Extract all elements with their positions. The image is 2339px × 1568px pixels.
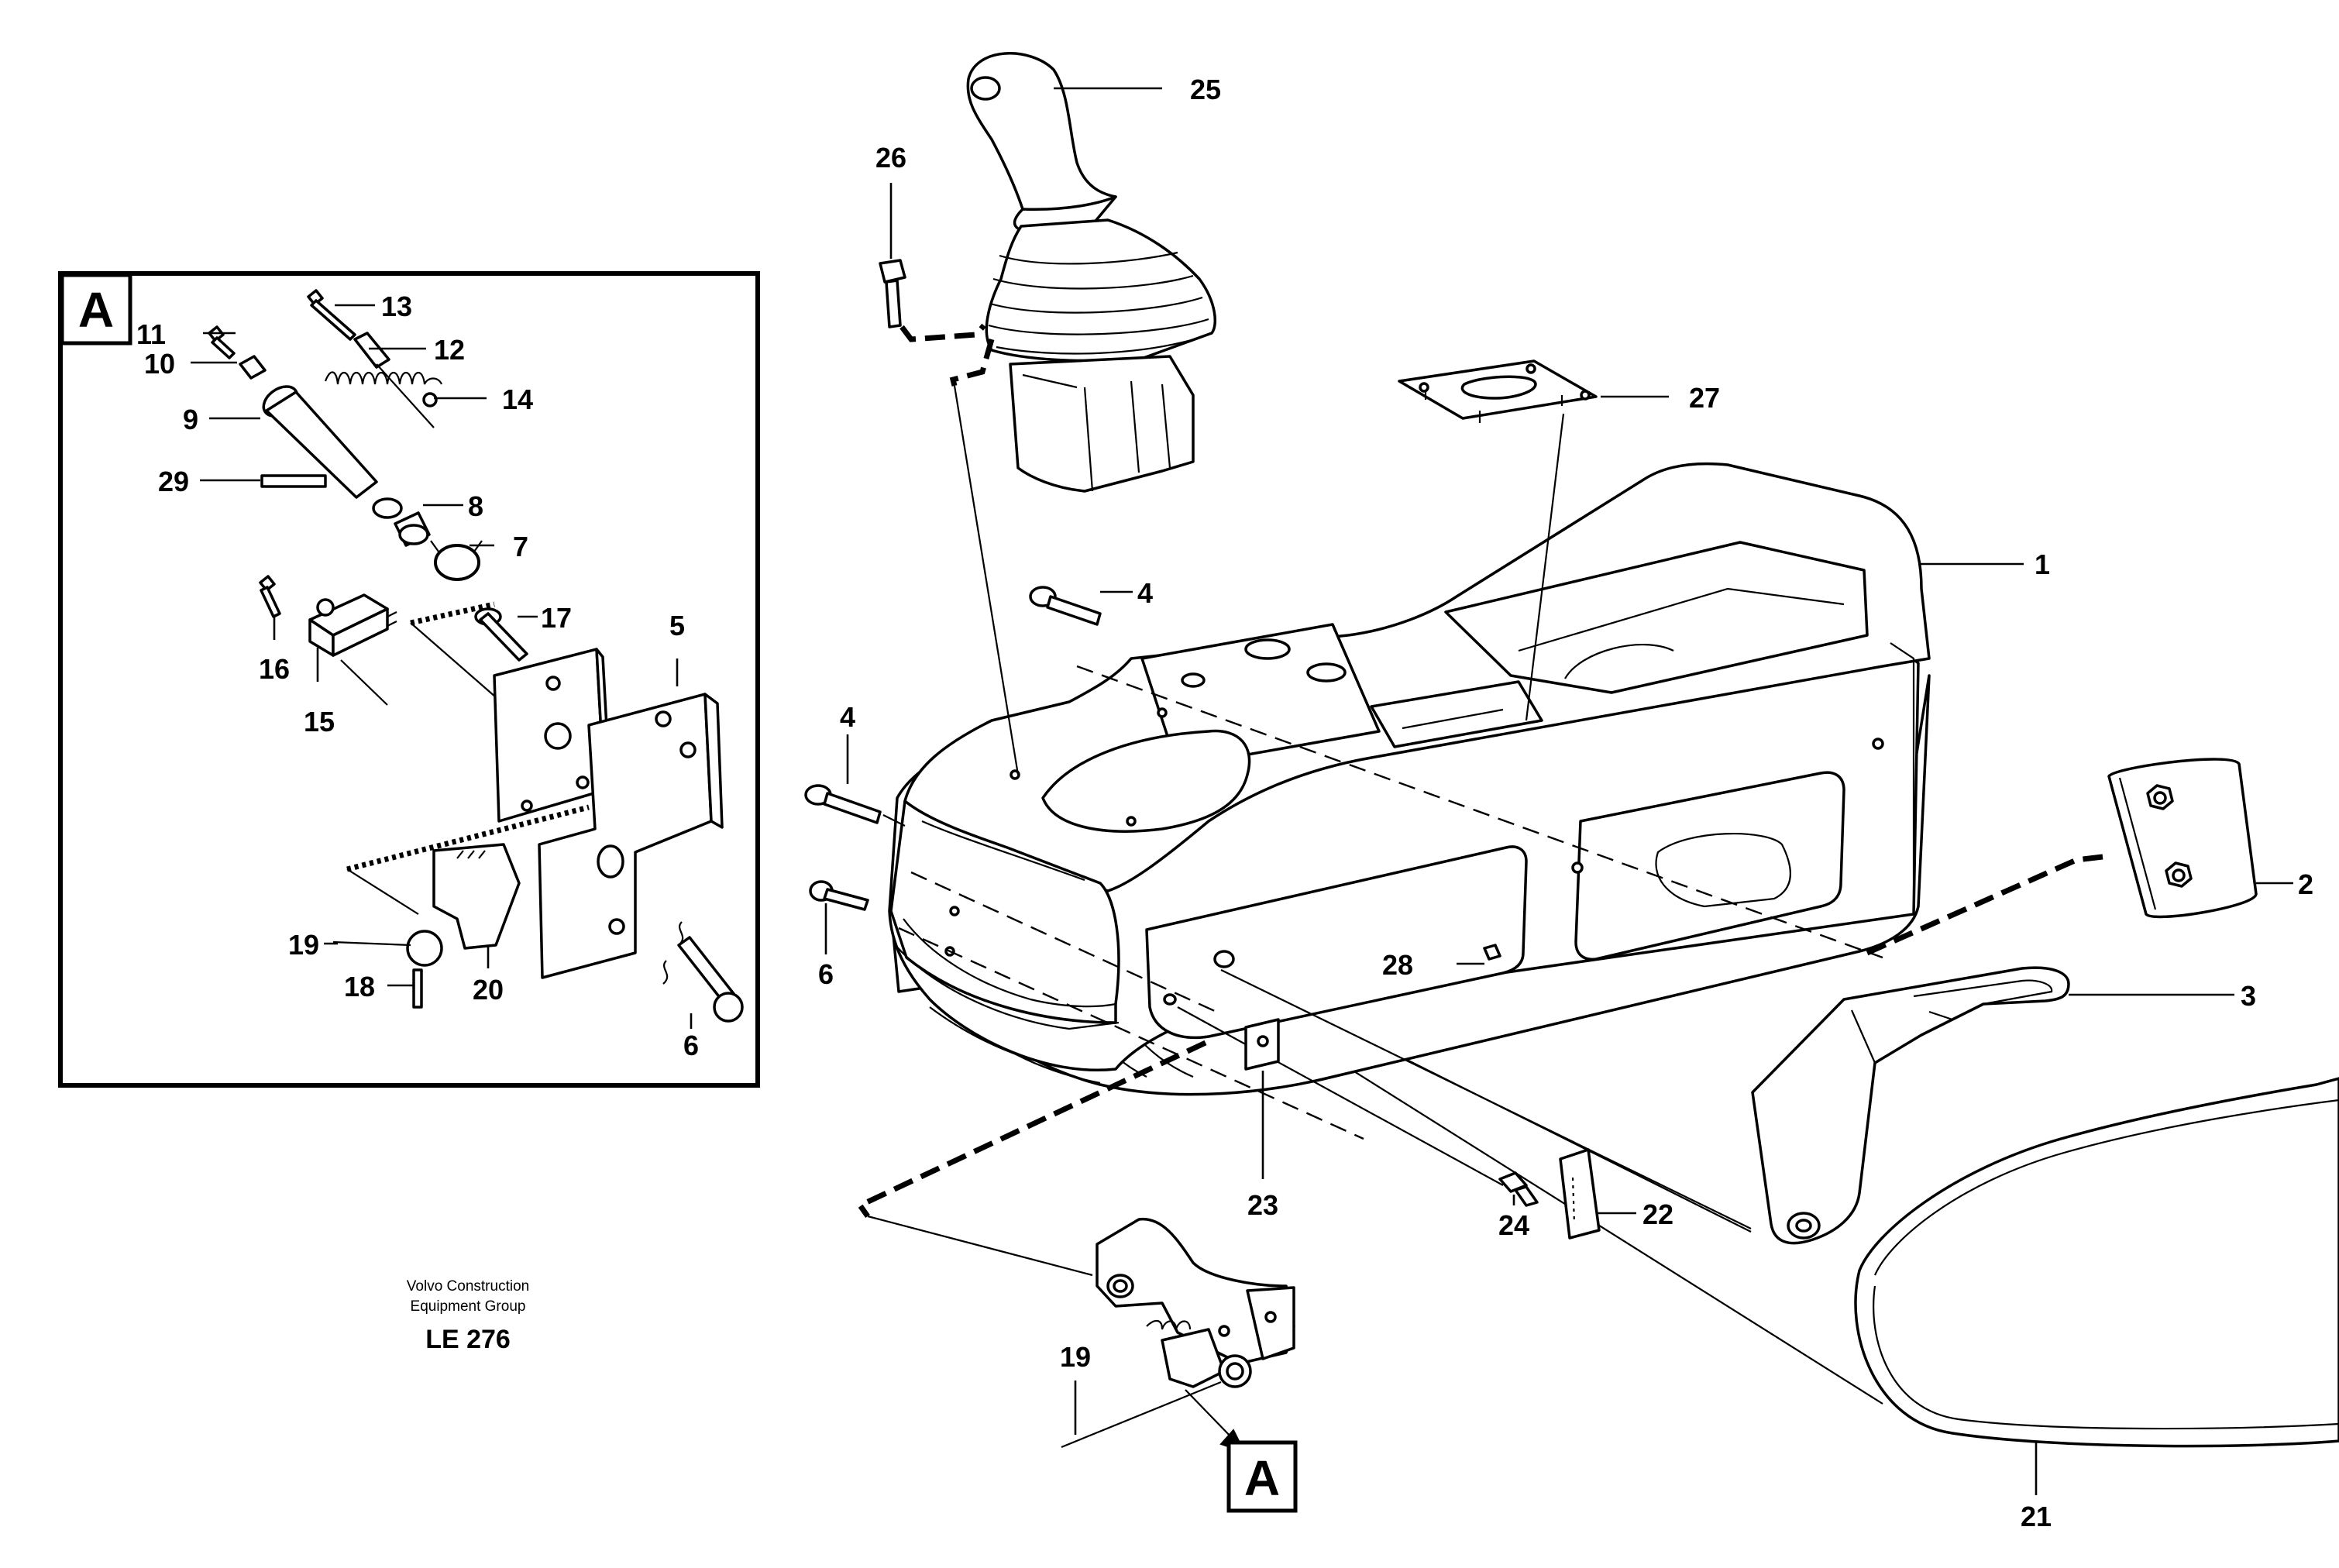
ref-line-23 [1220, 969, 1752, 1229]
part-12-pin [353, 332, 435, 428]
part-17-screw [474, 607, 528, 662]
callout-13: 13 [381, 291, 412, 322]
callout-27: 27 [1689, 382, 1720, 414]
part-18-pin [412, 968, 423, 1009]
part-25-joystick [966, 52, 1117, 234]
credit-line-1: Volvo Construction [407, 1278, 529, 1295]
part-10-bushing [239, 355, 267, 380]
callout-29: 29 [158, 466, 189, 497]
detail-tag-box [60, 273, 132, 346]
part-1-console [888, 462, 1931, 1096]
callout-28: 28 [1382, 949, 1413, 981]
detail-leaders [191, 304, 693, 1029]
joystick-gaiter [985, 218, 1217, 363]
routing-line-upper [410, 622, 497, 698]
part-5-bracket [538, 693, 724, 979]
callout-3: 3 [2241, 980, 2256, 1012]
part-4-bolt-front [804, 784, 882, 824]
part-19-cable-main [1061, 1381, 1222, 1449]
bolt-4-ref [882, 814, 906, 827]
part-3-bracket [1751, 966, 2070, 1245]
callout-14: 14 [502, 383, 533, 415]
callout-15: 15 [304, 706, 335, 738]
part-23-pad [1244, 1018, 1280, 1071]
ref-line-24 [1177, 1006, 1504, 1186]
callout-4-upper: 4 [1137, 577, 1153, 609]
routing-dotted-upper [410, 601, 495, 626]
part-4-bolt-upper [1029, 586, 1102, 626]
part-9-shaft [262, 385, 378, 499]
callout-19-detail: 19 [288, 929, 319, 961]
callout-1: 1 [2035, 548, 2050, 580]
reference-marker-letter: A [1244, 1450, 1280, 1506]
callout-16: 16 [259, 653, 290, 685]
switch-ref-line [867, 1215, 1093, 1277]
main-assembly: A [804, 52, 2339, 1513]
main-leaders [824, 87, 2293, 1495]
part-6-bolt-detail [662, 921, 744, 1023]
joystick-base [1009, 355, 1195, 493]
callout-8: 8 [468, 490, 483, 522]
callout-19-main: 19 [1060, 1341, 1091, 1373]
part-29-pin [260, 474, 327, 488]
callout-18: 18 [344, 971, 375, 1002]
reference-marker-a: A [1185, 1389, 1298, 1513]
callout-2: 2 [2298, 868, 2313, 900]
joystick-routing-dash-2 [949, 339, 995, 387]
callout-11: 11 [136, 318, 166, 350]
callout-12: 12 [434, 334, 465, 366]
part-24-screw [1498, 1171, 1539, 1207]
part-26-screw [879, 259, 906, 328]
callout-20: 20 [473, 974, 504, 1006]
part-19-cable-detail [332, 940, 411, 947]
callout-17: 17 [541, 602, 572, 634]
drawing-code: LE 276 [425, 1325, 511, 1354]
switch-routing-dash [855, 1040, 1207, 1219]
switch-bracket-assembly [1096, 1217, 1295, 1388]
detail-tag-letter: A [78, 282, 114, 338]
callout-5: 5 [669, 610, 685, 641]
callout-21: 21 [2021, 1501, 2052, 1532]
bracket-2-routing [1866, 854, 2103, 956]
part-13-screw [307, 289, 356, 341]
callout-4-front: 4 [840, 701, 855, 733]
callout-22: 22 [1642, 1198, 1673, 1230]
part-2-bracket [2107, 758, 2258, 919]
credit-line-2: Equipment Group [411, 1298, 526, 1315]
part-20-lever [406, 843, 521, 967]
callout-23: 23 [1247, 1189, 1278, 1221]
callout-labels: 1 2 3 4 4 5 6 6 7 8 9 10 11 12 13 14 15 … [136, 74, 2313, 1532]
callout-6-detail: 6 [683, 1030, 699, 1061]
callout-25: 25 [1190, 74, 1221, 105]
callout-26: 26 [875, 142, 906, 174]
part-28-clip [1483, 944, 1501, 961]
callout-6-main: 6 [818, 958, 834, 990]
part-15-microswitch [308, 593, 397, 706]
plate-ref-line [1525, 413, 1565, 721]
part-8-bushing [372, 497, 431, 547]
callout-10: 10 [144, 348, 175, 380]
detail-view-a: A [58, 271, 760, 1088]
part-21-seat [1854, 1077, 2339, 1448]
part-27-plate [1398, 359, 1598, 423]
dash-line-lower [898, 927, 1364, 1140]
callout-24: 24 [1498, 1209, 1529, 1241]
part-22-strip [1559, 1148, 1601, 1240]
part-14-spring [324, 371, 443, 407]
callout-7: 7 [513, 531, 528, 562]
dash-line-upper [1076, 665, 1883, 959]
dash-line-front [910, 871, 1217, 1013]
routing-dotted-lower [346, 804, 590, 872]
callout-9: 9 [183, 404, 198, 435]
joystick-ref-line [953, 385, 1020, 775]
drawing-credit: Volvo Construction Equipment Group LE 27… [407, 1278, 529, 1354]
joystick-routing-dash [899, 323, 986, 342]
part-6-bolt-main [809, 880, 869, 911]
detail-frame [58, 271, 760, 1088]
routing-line-lower [346, 868, 419, 915]
